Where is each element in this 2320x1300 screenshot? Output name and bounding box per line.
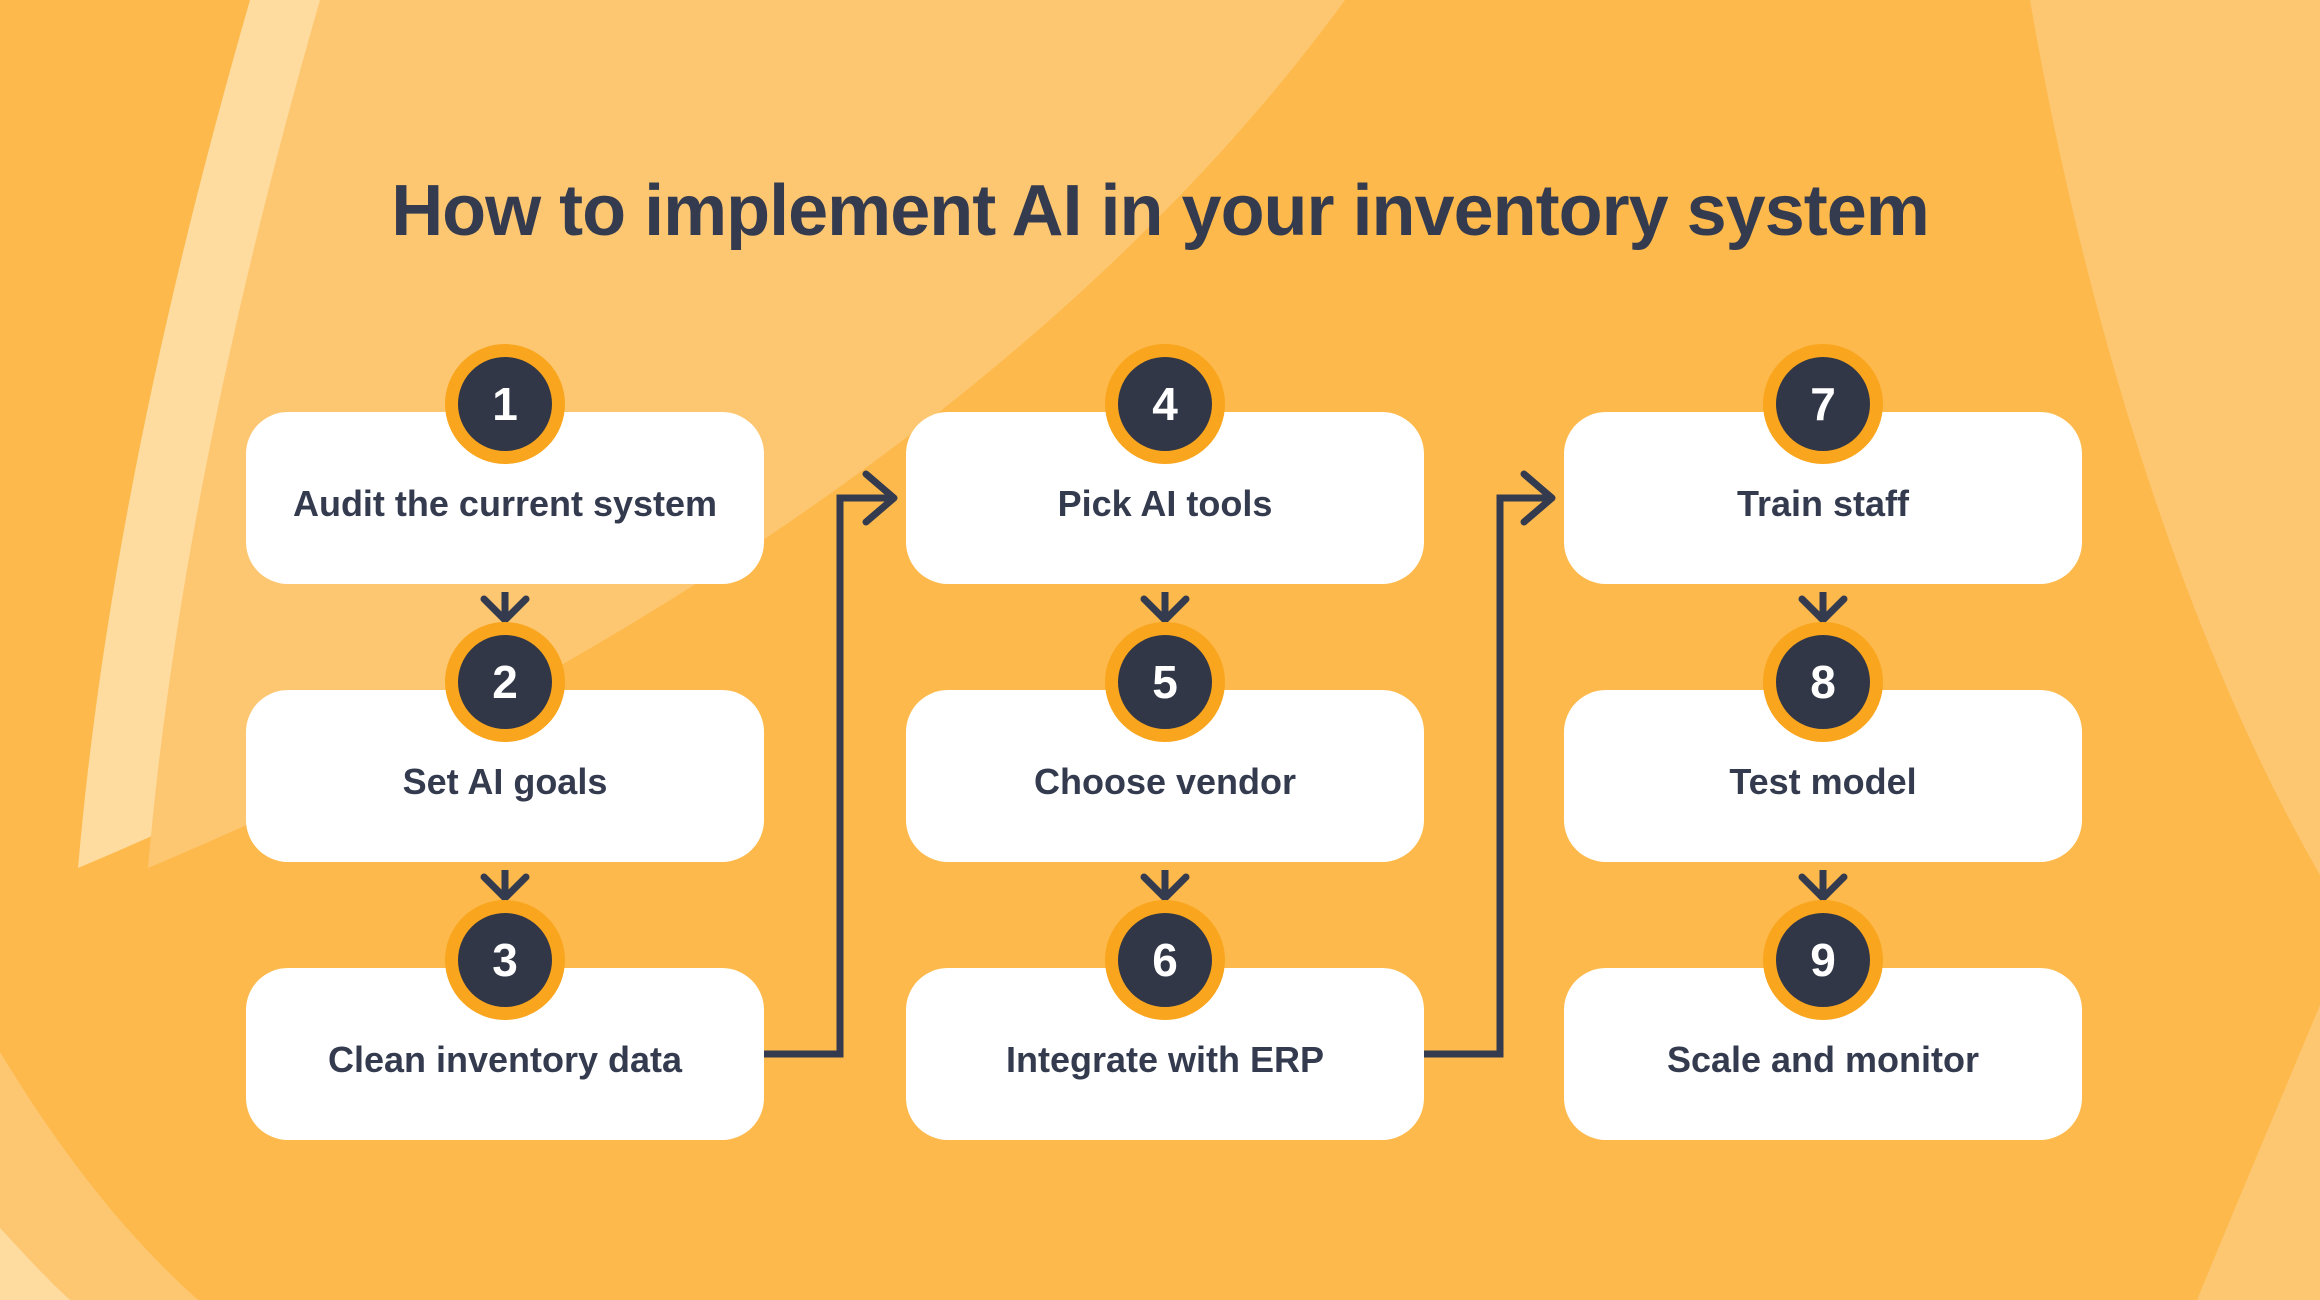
step-card-7: 7 Train staff xyxy=(1564,344,2082,584)
step-label: Integrate with ERP xyxy=(1005,1039,1325,1080)
step-card-8: 8 Test model xyxy=(1564,622,2082,862)
arrowhead-icon xyxy=(862,470,898,526)
step-label: Scale and monitor xyxy=(1666,1039,1980,1080)
elbow-connector-step6-step7 xyxy=(1424,470,1556,1058)
arrow-step7-step8 xyxy=(1798,592,1848,624)
background-blob-bottom-left-pale xyxy=(0,1228,70,1300)
step-label: Set AI goals xyxy=(402,761,608,802)
arrow-step4-step5 xyxy=(1140,592,1190,624)
step-number-badge: 7 xyxy=(1763,344,1883,464)
step-card-2: 2 Set AI goals xyxy=(246,622,764,862)
arrowhead-icon xyxy=(1520,470,1556,526)
step-label: Test model xyxy=(1729,761,1917,802)
background-blob-bottom-left xyxy=(0,1052,198,1300)
page-title: How to implement AI in your inventory sy… xyxy=(391,171,1930,251)
step-number-badge: 2 xyxy=(445,622,565,742)
step-label: Pick AI tools xyxy=(1057,483,1273,524)
step-number-badge: 4 xyxy=(1105,344,1225,464)
step-card-5: 5 Choose vendor xyxy=(906,622,1424,862)
step-label: Train staff xyxy=(1736,483,1910,524)
step-label: Choose vendor xyxy=(1033,761,1297,802)
arrow-step1-step2 xyxy=(480,592,530,624)
step-number-badge: 6 xyxy=(1105,900,1225,1020)
step-card-4: 4 Pick AI tools xyxy=(906,344,1424,584)
arrow-step2-step3 xyxy=(480,870,530,902)
step-number-badge: 9 xyxy=(1763,900,1883,1020)
step-number-badge: 1 xyxy=(445,344,565,464)
arrow-step5-step6 xyxy=(1140,870,1190,902)
background-blob-bottom-right xyxy=(2197,1005,2320,1300)
step-card-9: 9 Scale and monitor xyxy=(1564,900,2082,1140)
background-blob-top-right xyxy=(2030,0,2320,875)
step-card-1: 1 Audit the current system xyxy=(246,344,764,584)
step-number-badge: 5 xyxy=(1105,622,1225,742)
arrow-step8-step9 xyxy=(1798,870,1848,902)
step-number-badge: 3 xyxy=(445,900,565,1020)
step-label: Audit the current system xyxy=(292,483,718,524)
step-number-badge: 8 xyxy=(1763,622,1883,742)
step-label: Clean inventory data xyxy=(327,1039,683,1080)
elbow-connector-step3-step4 xyxy=(764,470,898,1058)
step-card-6: 6 Integrate with ERP xyxy=(906,900,1424,1140)
step-card-3: 3 Clean inventory data xyxy=(246,900,764,1140)
